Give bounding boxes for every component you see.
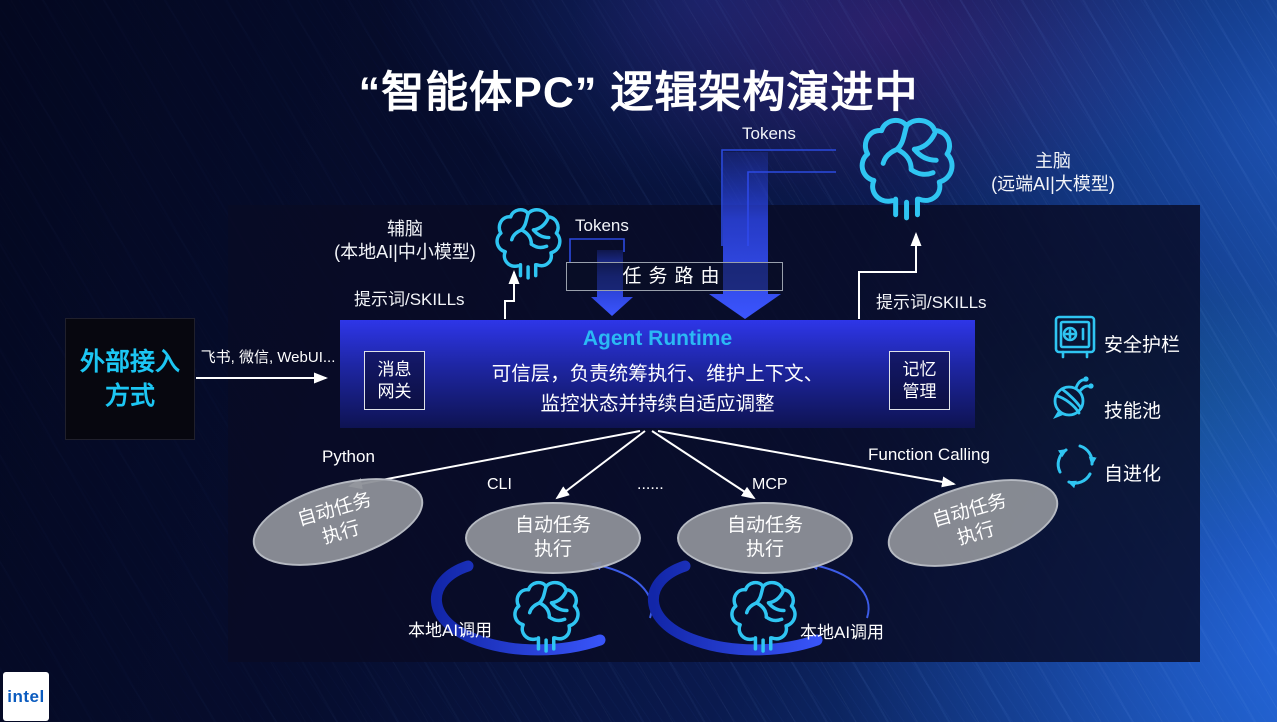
protocol-cli-label: CLI — [487, 476, 512, 493]
local-ai-call-left-label: 本地AI调用 — [408, 621, 493, 640]
capability-skillpool-label: 技能池 — [1104, 401, 1162, 422]
agent-task-ellipse: 自动任务 执行 — [465, 502, 641, 574]
runtime-desc-line2: 监控状态并持续自适应调整 — [540, 393, 775, 415]
protocol-dots-label: ...... — [637, 476, 664, 493]
gateway-line1: 消息 — [377, 359, 412, 379]
capability-selfevolve-label: 自进化 — [1104, 464, 1162, 485]
agent-task-ellipse: 自动任务 执行 — [677, 502, 853, 574]
capability-safety-label: 安全护栏 — [1104, 335, 1181, 356]
tokens-label-main: Tokens — [742, 124, 796, 143]
agent-task-line1: 自动任务 — [514, 515, 591, 536]
main-brain-label: 主脑 (远端AI|大模型) — [958, 150, 1148, 196]
gateway-line2: 网关 — [377, 381, 412, 401]
page-title: “智能体PC” 逻辑架构演进中 — [358, 69, 919, 117]
main-brain-detail: (远端AI|大模型) — [991, 174, 1115, 194]
channels-label: 飞书, 微信, WebUI... — [200, 349, 336, 366]
memory-line1: 记忆 — [902, 359, 937, 379]
bee-icon — [1053, 376, 1094, 419]
agent-task-line2: 执行 — [745, 539, 784, 560]
memory-line2: 管理 — [902, 381, 937, 401]
protocol-function-calling-label: Function Calling — [868, 445, 990, 464]
recycle-icon — [1056, 444, 1097, 488]
main-brain-icon — [855, 115, 955, 221]
aux-brain-name: 辅脑 — [387, 219, 423, 239]
tokens-label-local: Tokens — [575, 216, 629, 235]
message-gateway-box: 消息 网关 — [364, 351, 425, 410]
intel-logo: intel — [3, 672, 49, 721]
local-brain-icon — [727, 578, 797, 654]
prompt-skills-left-label: 提示词/SKILLs — [354, 290, 465, 309]
task-router-box: 任务路由 — [566, 262, 783, 291]
memory-management-box: 记忆 管理 — [889, 351, 950, 410]
prompt-skills-right-label: 提示词/SKILLs — [876, 293, 987, 312]
runtime-desc-line1: 可信层，负责统筹执行、维护上下文、 — [491, 363, 824, 385]
external-access-line2: 方式 — [104, 382, 155, 410]
safe-icon — [1054, 315, 1096, 359]
protocol-python-label: Python — [322, 447, 375, 466]
agent-task-line1: 自动任务 — [726, 515, 803, 536]
intel-logo-text: intel — [7, 686, 45, 706]
main-brain-name: 主脑 — [1035, 151, 1071, 171]
local-ai-call-right-label: 本地AI调用 — [800, 623, 885, 642]
agent-task-line2: 执行 — [533, 539, 572, 560]
aux-brain-detail: (本地AI|中小模型) — [334, 242, 476, 262]
external-access-box: 外部接入 方式 — [65, 318, 195, 440]
protocol-mcp-label: MCP — [752, 476, 788, 493]
aux-brain-label: 辅脑 (本地AI|中小模型) — [320, 218, 490, 264]
agent-runtime-title: Agent Runtime — [582, 327, 733, 350]
aux-brain-icon — [492, 206, 562, 280]
external-access-line1: 外部接入 — [79, 348, 180, 376]
agent-runtime-box: Agent Runtime 可信层，负责统筹执行、维护上下文、 监控状态并持续自… — [340, 320, 975, 428]
local-brain-icon — [510, 578, 580, 654]
